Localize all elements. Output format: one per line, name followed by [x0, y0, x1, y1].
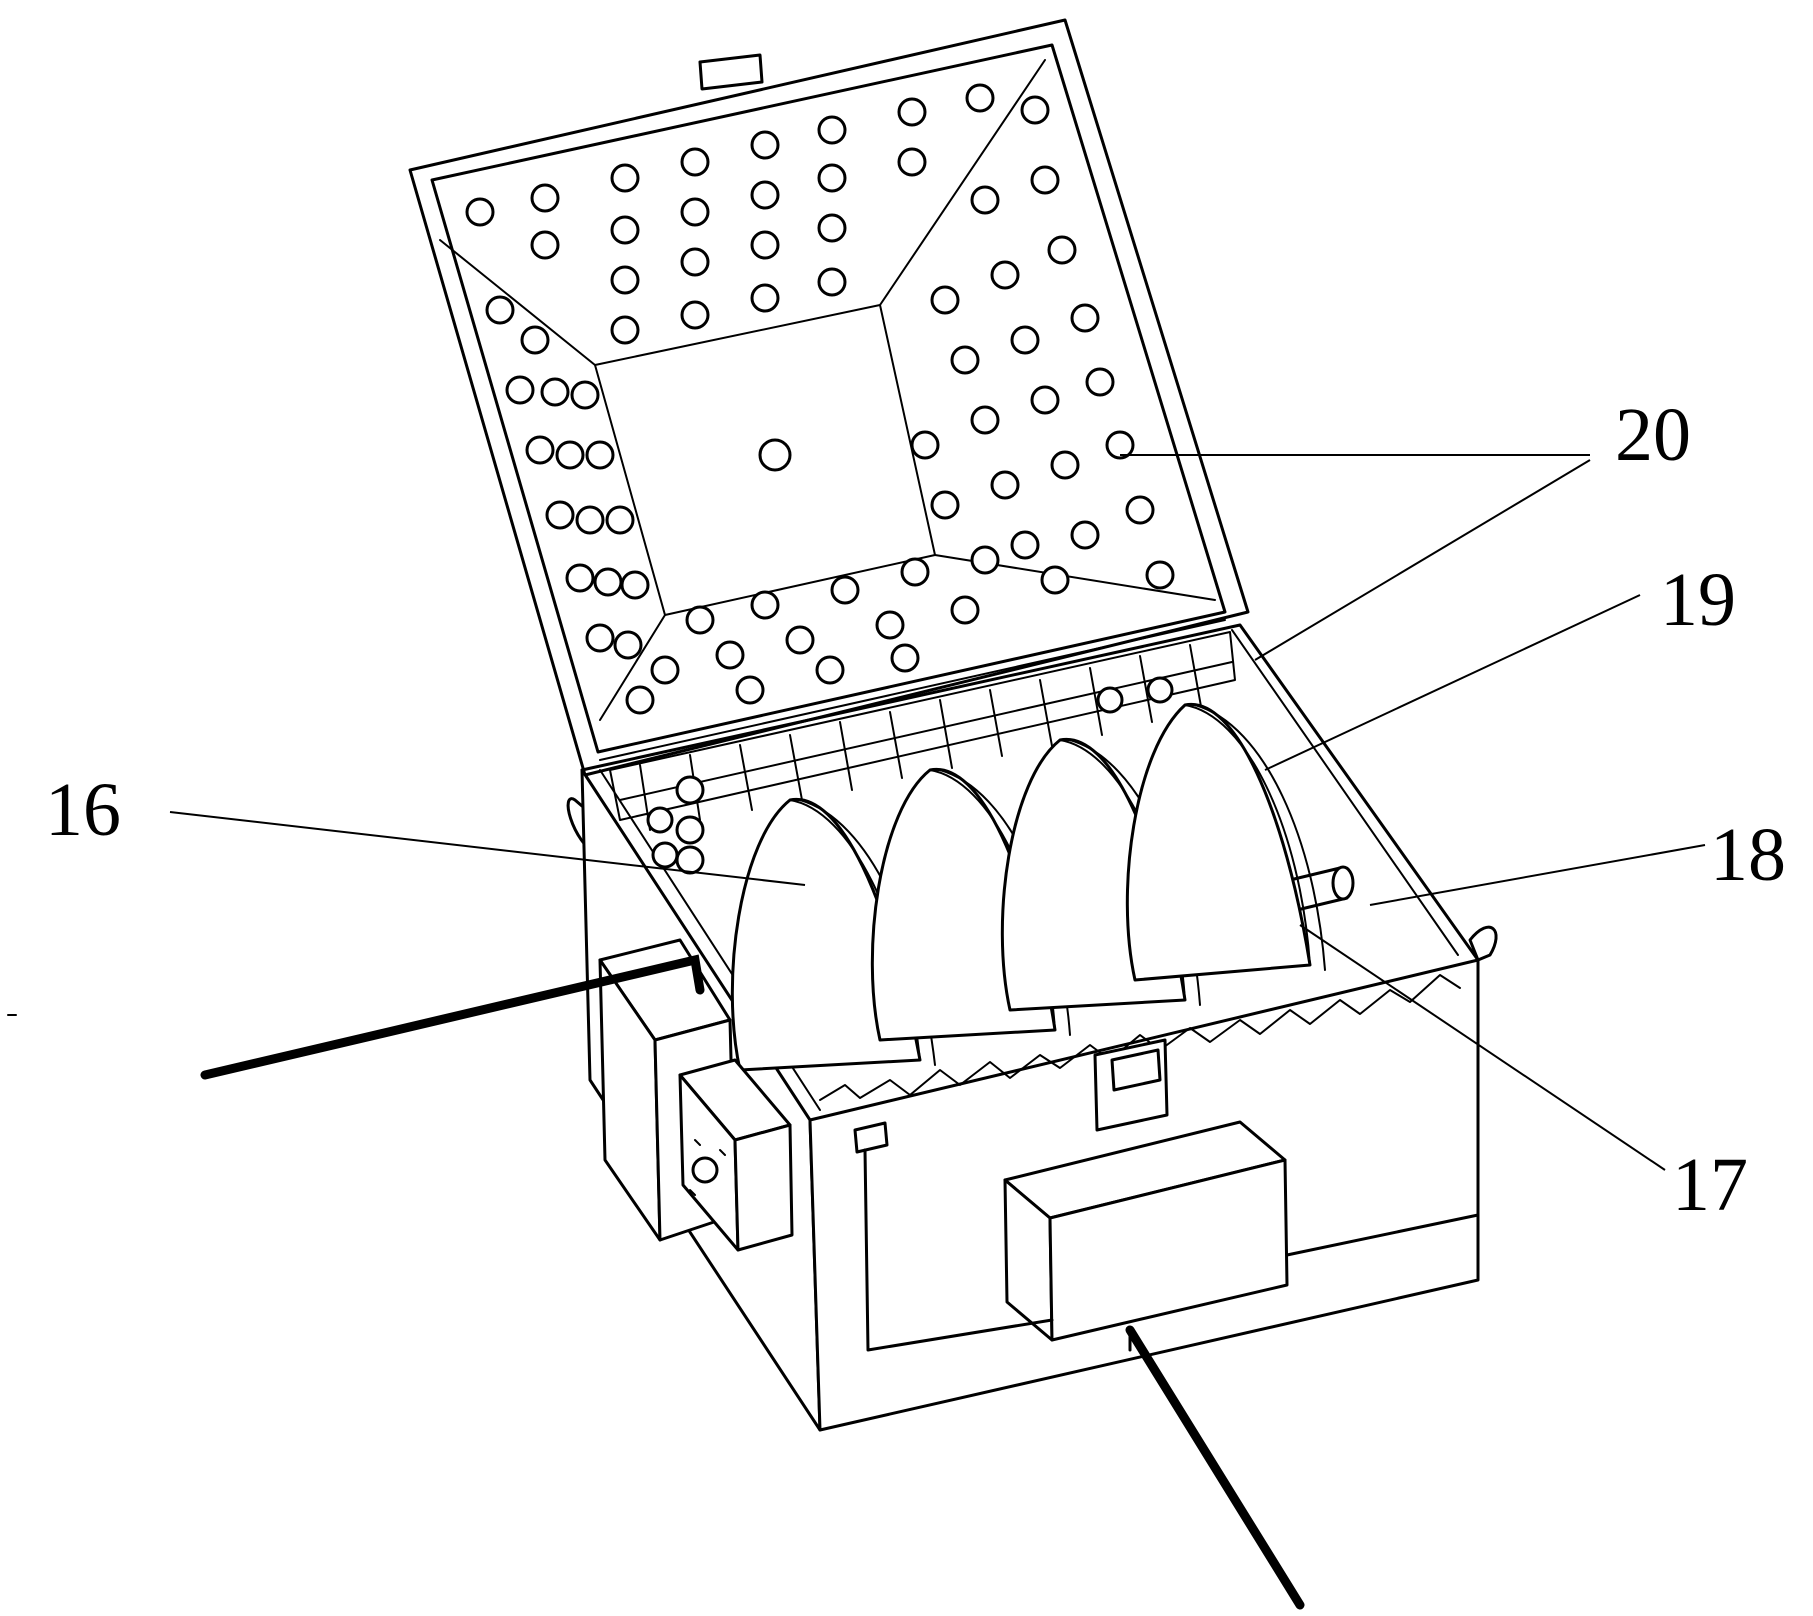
control-box [1003, 1120, 1289, 1342]
power-cable-bottom [1125, 1325, 1305, 1610]
box-top-rim [580, 623, 1480, 962]
leader-19 [1264, 594, 1641, 771]
sensor-block [853, 1121, 889, 1154]
callout-17: 17 [1672, 1143, 1748, 1227]
front-wire [863, 1148, 1054, 1352]
knob-icon [691, 1156, 719, 1184]
disc-4 [1125, 702, 1326, 982]
lid [408, 18, 1250, 777]
front-latch [1093, 1038, 1169, 1132]
callout-18: 18 [1710, 813, 1786, 897]
leader-lines [169, 454, 1706, 1171]
leader-18 [1369, 844, 1706, 906]
side-control-unit [598, 938, 794, 1252]
foam-bottom [819, 974, 1461, 1101]
lid-center-hole [758, 438, 792, 472]
leader-17 [1299, 924, 1666, 1171]
leader-20-b [1254, 459, 1591, 661]
lid-latch [698, 53, 764, 91]
callout-16: 16 [45, 768, 121, 852]
power-cable-left [200, 954, 705, 1080]
lid-inner-frame [430, 43, 1227, 754]
foam-insert [609, 631, 1236, 875]
callout-20: 20 [1615, 393, 1691, 477]
callout-19: 19 [1660, 558, 1736, 642]
leader-16 [169, 811, 806, 886]
right-hinge [1468, 925, 1498, 962]
callout-labels: 16 17 18 19 20 [45, 393, 1786, 1227]
discs [730, 702, 1326, 1072]
lid-perforations [465, 83, 1175, 715]
